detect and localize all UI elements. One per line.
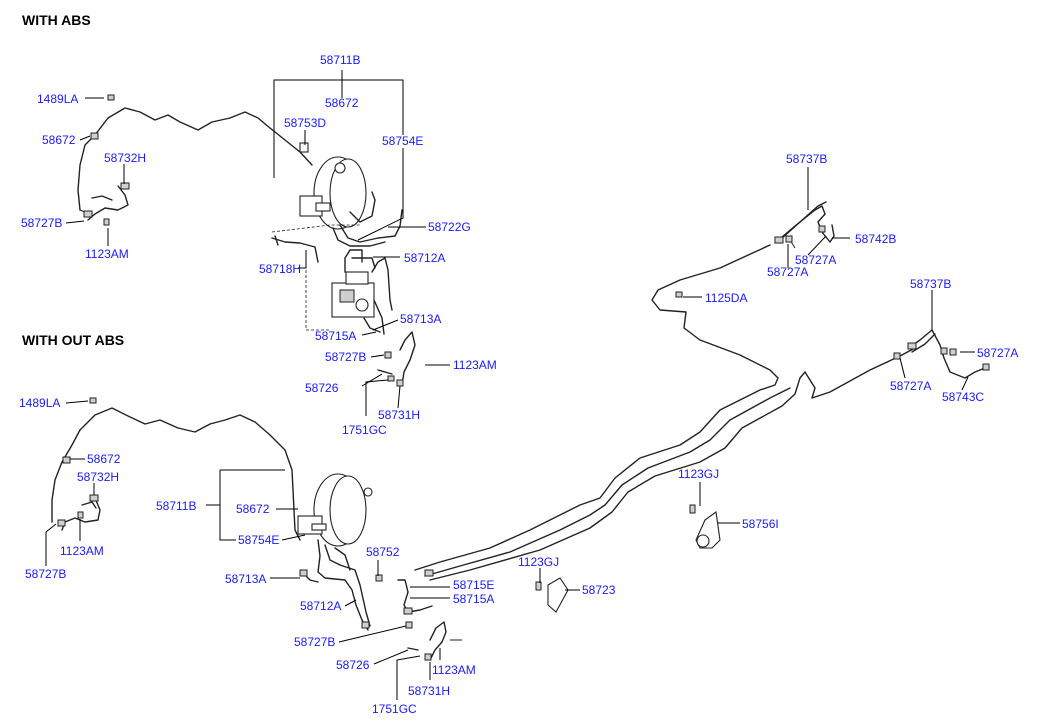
callout-58672-abs-left[interactable]: 58672	[42, 133, 76, 147]
callout-1751GC-nabs[interactable]: 1751GC	[372, 702, 417, 716]
nabs-left-fittings	[57, 397, 99, 527]
abs-brake-lines	[77, 107, 313, 221]
callout-58752-nabs[interactable]: 58752	[366, 545, 400, 559]
abs-dashed-guide	[305, 250, 330, 331]
callout-58727A-rear-1[interactable]: 58727A	[795, 253, 836, 267]
heading-without-abs: WITH OUT ABS	[22, 332, 124, 348]
callout-labels: 1489LA 58672 58732H 58727B 1123AM 58711B…	[19, 53, 1018, 716]
abs-booster-lines	[271, 191, 403, 263]
callout-58718H-abs[interactable]: 58718H	[259, 262, 301, 276]
callout-58713A-nabs[interactable]: 58713A	[225, 572, 266, 586]
callout-58727A-rear-2[interactable]: 58727A	[767, 265, 808, 279]
callout-1123AM-nabs-left[interactable]: 1123AM	[60, 544, 104, 558]
callout-58731H-abs[interactable]: 58731H	[378, 408, 420, 422]
callout-58712A-abs[interactable]: 58712A	[404, 251, 445, 265]
callout-58723[interactable]: 58723	[582, 583, 616, 597]
rear-fittings	[424, 225, 990, 577]
callout-58727B-abs-left[interactable]: 58727B	[21, 216, 62, 230]
callout-1489LA-abs[interactable]: 1489LA	[37, 92, 78, 106]
callout-58727A-rear-4[interactable]: 58727A	[890, 379, 931, 393]
callout-58722G-abs[interactable]: 58722G	[428, 220, 471, 234]
callout-58754E-abs[interactable]: 58754E	[382, 134, 423, 148]
callout-58715A-nabs[interactable]: 58715A	[453, 592, 494, 606]
abs-brake-booster	[299, 142, 367, 230]
callout-1123AM-abs-mid[interactable]: 1123AM	[453, 358, 497, 372]
callout-58727B-nabs-left[interactable]: 58727B	[25, 567, 66, 581]
callout-1125DA-rear[interactable]: 1125DA	[705, 291, 747, 305]
callout-58713A-abs[interactable]: 58713A	[400, 312, 441, 326]
abs-lower-lines	[377, 331, 440, 387]
abs-modulator-unit	[331, 249, 393, 335]
bracket-58723	[535, 577, 569, 613]
callout-58753D-abs[interactable]: 58753D	[284, 116, 326, 130]
callout-58711B-nabs[interactable]: 58711B	[156, 499, 196, 513]
callout-1123AM-nabs-mid[interactable]: 1123AM	[432, 663, 476, 677]
callout-58726-nabs[interactable]: 58726	[336, 658, 370, 672]
callout-58737B-rear-top[interactable]: 58737B	[786, 152, 827, 166]
callout-58737B-rear-right[interactable]: 58737B	[910, 277, 951, 291]
callout-58731H-nabs[interactable]: 58731H	[408, 684, 450, 698]
callout-58742B-rear[interactable]: 58742B	[855, 232, 896, 246]
nabs-brake-booster	[297, 473, 373, 547]
callout-58727B-nabs-mid[interactable]: 58727B	[294, 635, 335, 649]
callout-58727A-rear-3[interactable]: 58727A	[977, 346, 1018, 360]
callout-1123GJ-mid[interactable]: 1123GJ	[518, 555, 559, 569]
callout-58727B-abs-mid[interactable]: 58727B	[325, 350, 366, 364]
callout-1123AM-abs-left[interactable]: 1123AM	[85, 247, 129, 261]
bracket-58756I	[689, 504, 721, 549]
nabs-fittings	[299, 569, 413, 629]
callout-58732H-abs[interactable]: 58732H	[104, 151, 146, 165]
nabs-booster-lines	[304, 539, 433, 631]
callout-58715E-nabs[interactable]: 58715E	[453, 578, 494, 592]
callout-58712A-nabs[interactable]: 58712A	[300, 599, 341, 613]
callout-1751GC-abs[interactable]: 1751GC	[342, 423, 387, 437]
callout-58672-nabs-mid[interactable]: 58672	[236, 502, 270, 516]
callout-58711B-abs[interactable]: 58711B	[320, 53, 360, 67]
callout-58672-nabs-left[interactable]: 58672	[87, 452, 121, 466]
callout-58732H-nabs[interactable]: 58732H	[77, 470, 119, 484]
heading-with-abs: WITH ABS	[22, 12, 91, 28]
abs-left-fittings	[83, 94, 130, 226]
callout-58672-abs-top[interactable]: 58672	[325, 96, 359, 110]
callout-1123GJ-right[interactable]: 1123GJ	[678, 467, 719, 481]
callout-58726-abs[interactable]: 58726	[305, 381, 339, 395]
nabs-lower-lines	[407, 621, 462, 661]
callout-58756I[interactable]: 58756I	[742, 517, 779, 531]
leader-lines	[45, 70, 975, 700]
callout-58743C-rear[interactable]: 58743C	[942, 390, 984, 404]
callout-58754E-nabs[interactable]: 58754E	[238, 533, 279, 547]
callout-58715A-abs[interactable]: 58715A	[315, 329, 356, 343]
callout-1489LA-nabs[interactable]: 1489LA	[19, 396, 60, 410]
